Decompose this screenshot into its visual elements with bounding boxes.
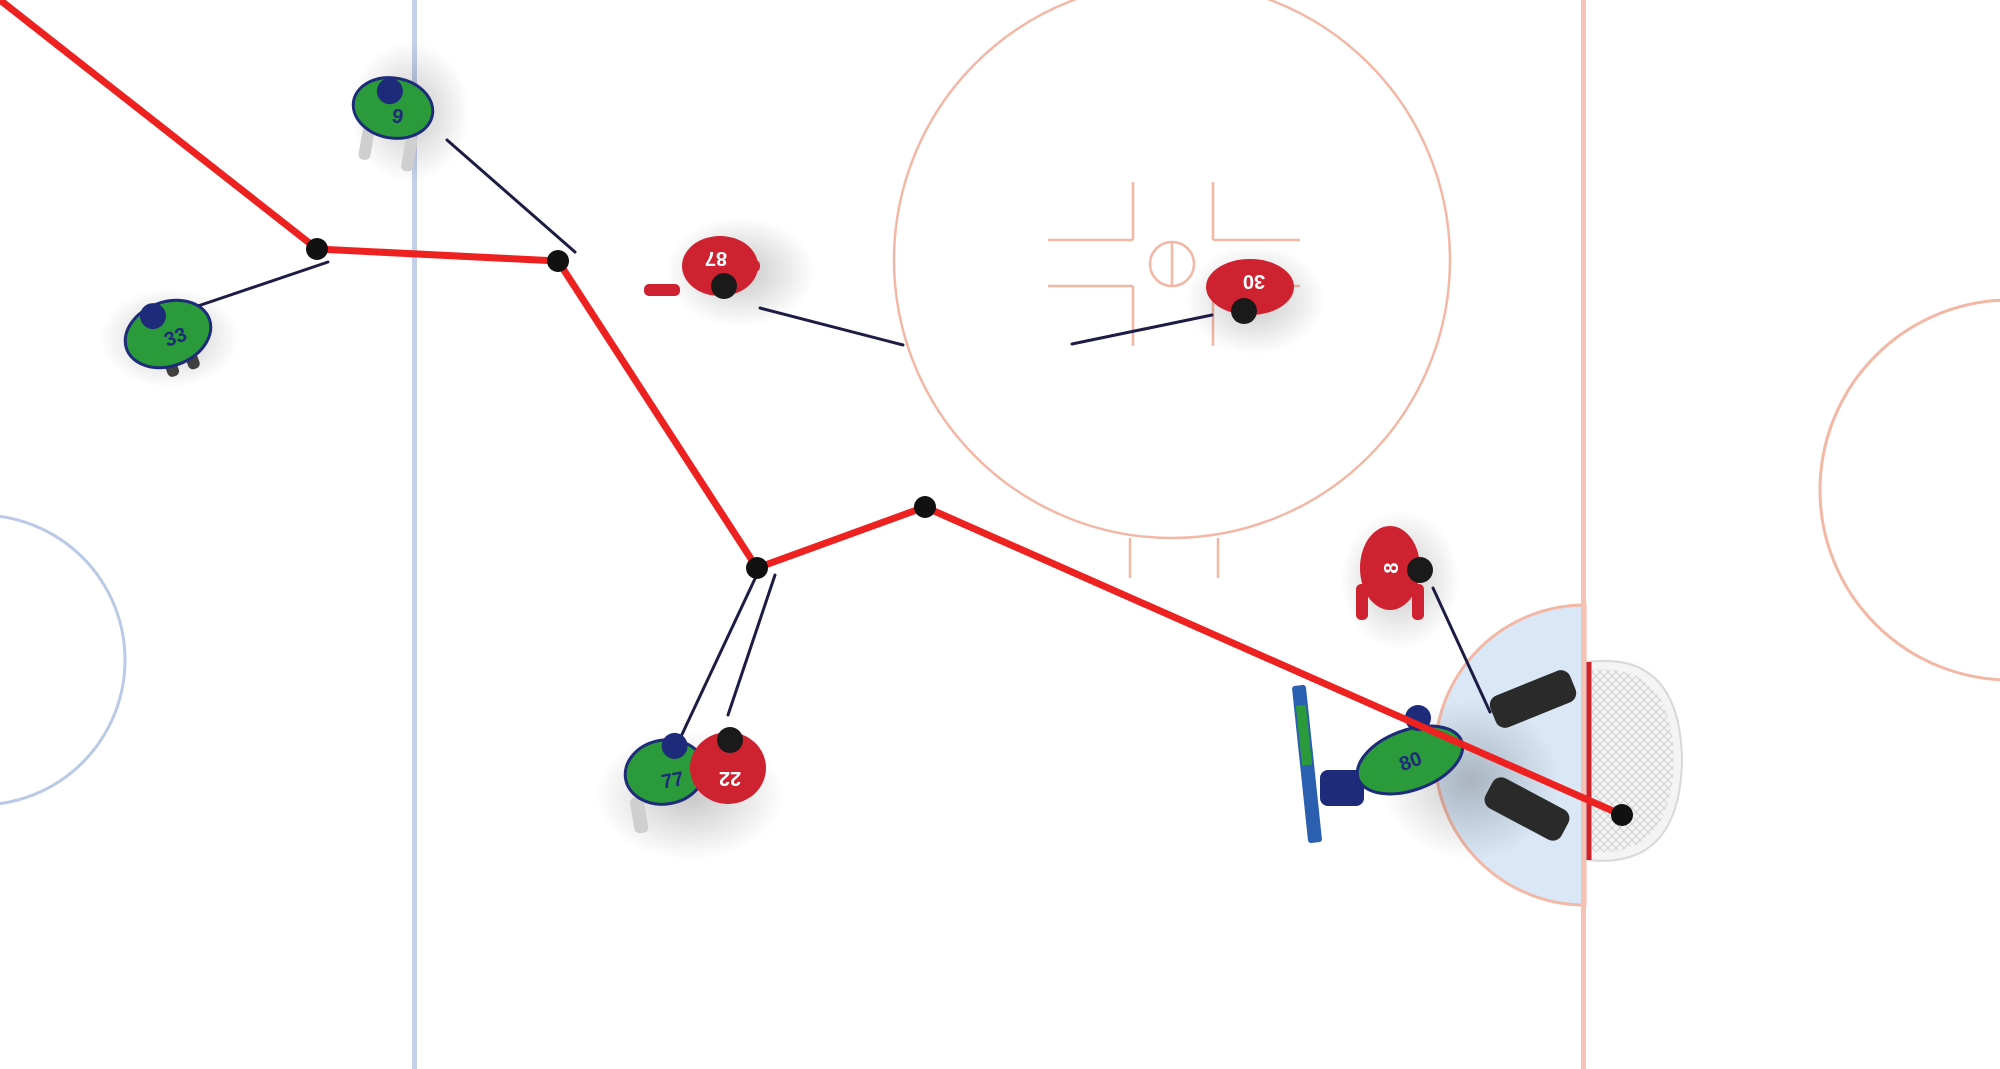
player-away-9[interactable]: 9 [343,72,437,175]
player-home-22[interactable]: 22 [690,727,766,804]
jersey-number: 30 [1243,270,1265,292]
jersey-number: 77 [660,768,686,794]
jersey-number: 8 [1381,562,1403,573]
pass-nodes [306,238,1633,826]
goalie-away-80[interactable]: 80 [1292,667,1579,844]
pass-path [0,0,1626,819]
puck-icon[interactable] [1611,804,1633,826]
player-sticks [190,138,1492,762]
pass-node-1[interactable] [306,238,328,260]
jersey-number: 87 [705,247,727,269]
player-home-30[interactable]: 30 [1206,259,1294,324]
blue-line [412,0,417,1069]
player-home-87[interactable]: 87 [644,236,760,299]
jersey-number: 9 [390,105,405,129]
pass-node-4[interactable] [914,496,936,518]
player-away-77[interactable]: 77 [619,729,714,834]
goal-line [1581,0,1586,1069]
left-faceoff-circle [0,514,127,806]
player-home-8[interactable]: 8 [1356,526,1433,620]
right-faceoff-circle [1818,298,2000,682]
pass-node-2[interactable] [547,250,569,272]
pass-node-3[interactable] [746,557,768,579]
jersey-number: 22 [719,767,741,789]
